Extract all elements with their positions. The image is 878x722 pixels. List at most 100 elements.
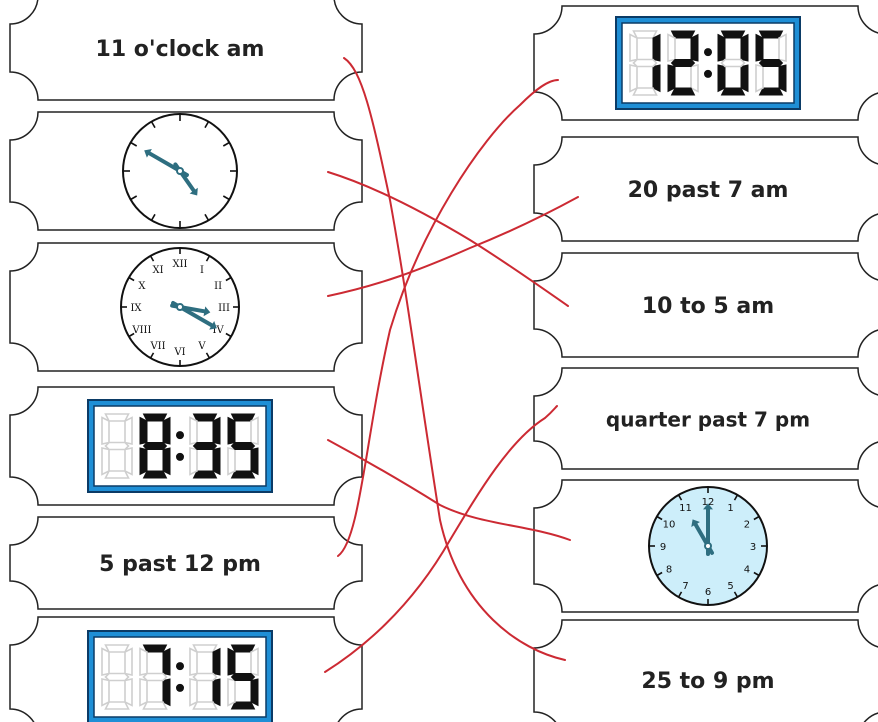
clock-tick	[204, 121, 210, 129]
match-line-1	[343, 57, 566, 661]
digit-segment-e	[227, 447, 236, 476]
clock-numeral: 4	[744, 565, 750, 576]
clock-numeral: 11	[679, 503, 692, 514]
digit-segment-g	[230, 673, 256, 681]
digit-segment-g	[192, 672, 218, 682]
match-line-2	[327, 171, 569, 307]
digit-segment-d	[230, 470, 256, 479]
clock-tick	[149, 255, 155, 262]
left-card-6	[9, 616, 363, 722]
digit-segment-b	[250, 416, 259, 445]
clock-numeral: I	[200, 265, 204, 276]
digit-segment-c	[124, 447, 133, 476]
digit-segment-g	[230, 442, 256, 450]
digit-segment-a	[230, 644, 256, 653]
clock-numeral: X	[138, 281, 146, 292]
digit-segment-g	[758, 59, 784, 67]
clock-numeral: III	[218, 303, 230, 314]
match-line-6	[324, 405, 558, 673]
clock-tick	[733, 494, 739, 501]
digit-segment-d	[632, 87, 658, 96]
card-label: quarter past 7 pm	[606, 408, 810, 432]
digit-segment-c	[778, 64, 787, 93]
clock-center	[176, 303, 184, 311]
digit-segment-c	[250, 447, 259, 476]
card-label: 25 to 9 pm	[641, 669, 774, 694]
clock-numeral: 12	[702, 497, 715, 508]
digit-segment-d	[192, 470, 218, 479]
digit-segment-f	[227, 416, 236, 445]
digit-segment-b	[124, 647, 133, 676]
digit-segment-g	[720, 58, 746, 68]
clock-numeral: VI	[173, 347, 185, 358]
clock-tick	[677, 591, 683, 598]
digit-segment-a	[142, 644, 168, 653]
clock-numeral: 2	[744, 520, 750, 531]
digit-segment-e	[629, 64, 638, 93]
digit-segment-b	[250, 647, 259, 676]
right-card-4: quarter past 7 pm	[533, 367, 878, 470]
digit-segment-d	[670, 87, 696, 96]
digit-segment-d	[720, 87, 746, 96]
digit-segment-c	[740, 64, 749, 93]
digit-segment-f	[101, 416, 110, 445]
match-line-3	[327, 196, 579, 297]
digit-segment-b	[162, 416, 171, 445]
digit-segment-c	[652, 64, 661, 93]
digit-segment-a	[720, 30, 746, 39]
match-line-4	[327, 439, 571, 541]
digit-segment-g	[104, 672, 130, 682]
digit-segment-e	[139, 447, 148, 476]
card-outline	[533, 367, 878, 470]
digit-segment-f	[139, 647, 148, 676]
card-outline	[533, 619, 878, 722]
clock-tick	[204, 213, 210, 221]
clock-center	[704, 542, 712, 550]
minute-hand-tip	[144, 148, 152, 158]
digit-segment-f	[139, 416, 148, 445]
digit-segment-b	[690, 33, 699, 62]
digit-segment-g	[142, 672, 168, 682]
clock-numeral: 5	[727, 581, 733, 592]
clock-center	[176, 167, 184, 175]
clock-numeral: XI	[152, 265, 163, 276]
left-card-4	[9, 386, 363, 506]
digit-segment-b	[162, 647, 171, 676]
clock-tick	[128, 276, 135, 282]
clock-tick	[656, 571, 663, 577]
clock-tick	[225, 332, 232, 338]
digit-segment-f	[629, 33, 638, 62]
clock-numeral: XII	[172, 259, 187, 270]
clock-tick	[753, 515, 760, 521]
digit-segment-d	[104, 701, 130, 710]
right-card-3: 10 to 5 am	[533, 252, 878, 358]
card-outline	[533, 252, 878, 358]
digit-segment-f	[189, 647, 198, 676]
clock-numeral: VII	[149, 341, 165, 352]
clock-numeral: 6	[705, 587, 711, 598]
digit-segment-b	[740, 33, 749, 62]
match-line-5	[337, 79, 559, 557]
card-label: 5 past 12 pm	[99, 552, 261, 577]
digit-segment-f	[227, 647, 236, 676]
digit-segment-c	[690, 64, 699, 93]
digit-segment-b	[778, 33, 787, 62]
digit-segment-e	[139, 678, 148, 707]
card-outline	[533, 136, 878, 242]
digit-segment-c	[212, 447, 221, 476]
digit-segment-g	[104, 441, 130, 451]
digit-segment-g	[192, 442, 218, 450]
clock-tick	[130, 141, 138, 147]
clock-tick	[222, 141, 230, 147]
digit-segment-a	[104, 413, 130, 422]
match-lines-layer	[324, 57, 579, 673]
left-card-1: 11 o'clock am	[9, 0, 363, 101]
digit-segment-e	[717, 64, 726, 93]
digit-segment-f	[101, 647, 110, 676]
digit-segment-c	[162, 447, 171, 476]
clock-numeral: 9	[660, 542, 666, 553]
digit-segment-a	[104, 644, 130, 653]
